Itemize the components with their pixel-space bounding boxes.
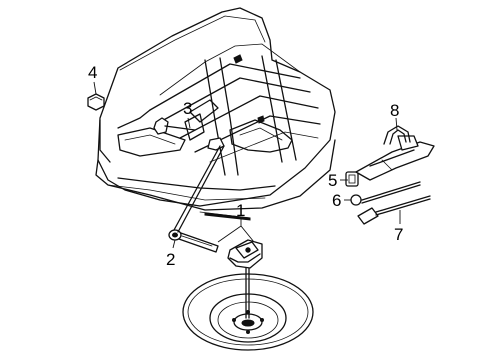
vehicle-underbody (95, 7, 336, 221)
hoist-cable (245, 267, 250, 319)
callout-6: 6 (332, 191, 341, 210)
callout-3: 3 (183, 99, 192, 118)
callout-4: 4 (88, 63, 97, 82)
callout-labels: 1 2 3 4 5 6 7 8 (88, 63, 403, 269)
callout-7: 7 (394, 225, 403, 244)
wheel-wrench (357, 195, 431, 225)
callout-5: 5 (328, 171, 337, 190)
jack-bracket (345, 171, 359, 187)
callout-2: 2 (166, 250, 175, 269)
grommet (87, 93, 105, 111)
extension-rod (153, 117, 225, 233)
jack-handle (350, 181, 421, 206)
callout-1: 1 (236, 201, 245, 220)
jack-handle-clip (383, 125, 411, 145)
callout-8: 8 (390, 101, 399, 120)
hoist-assembly (175, 231, 263, 269)
jack-assembly (355, 135, 435, 181)
shaft-fastener (168, 229, 182, 241)
leader-lines (93, 81, 401, 249)
spare-tire (182, 273, 314, 351)
